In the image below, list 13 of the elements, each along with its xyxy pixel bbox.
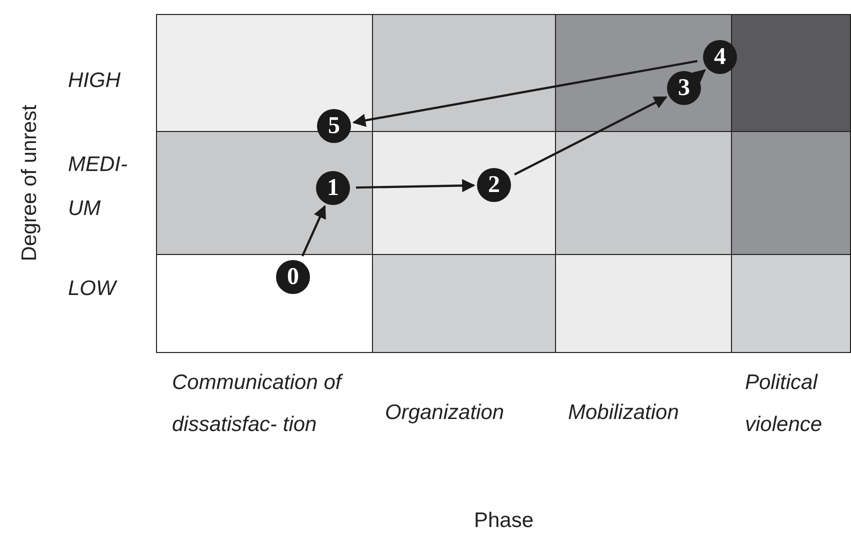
- axis-label: Degree of unrest: [18, 104, 42, 262]
- arrow: [352, 60, 698, 127]
- arrow: [356, 179, 476, 192]
- column-label: Political violence: [745, 370, 824, 438]
- arrow: [692, 69, 706, 83]
- row-label: LOW: [68, 276, 118, 302]
- column-label: Communication of dissatisfac- tion: [172, 370, 344, 438]
- column-label: Organization: [385, 400, 506, 426]
- column-label: Mobilization: [568, 400, 680, 426]
- axis-label: Phase: [474, 508, 535, 534]
- arrow: [301, 205, 326, 256]
- row-label: HIGH: [68, 68, 122, 94]
- arrow: [514, 96, 668, 176]
